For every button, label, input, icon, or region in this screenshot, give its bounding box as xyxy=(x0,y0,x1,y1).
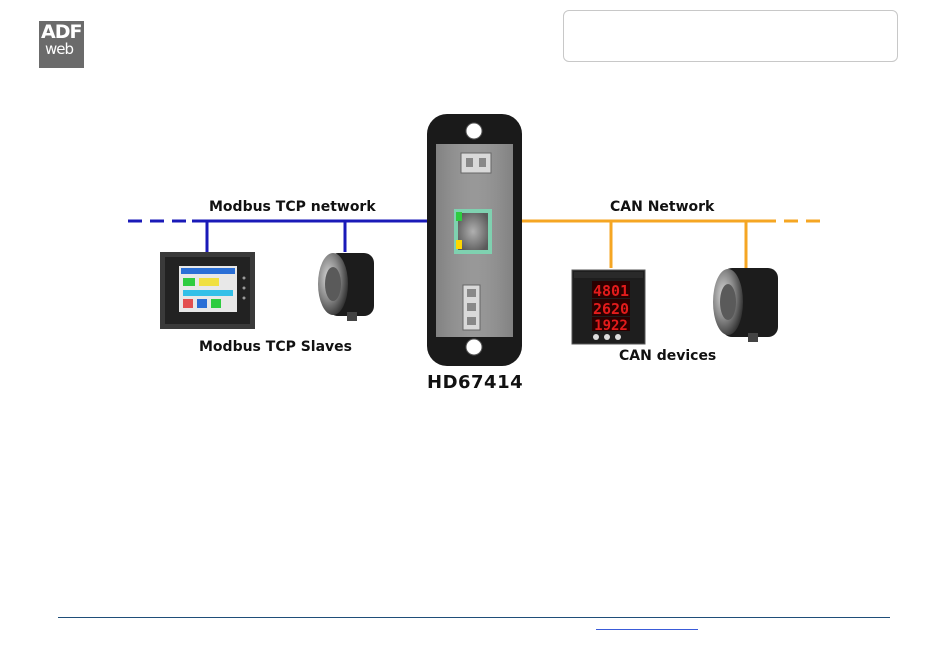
gateway-device xyxy=(427,114,522,366)
gateway-power-connector xyxy=(461,153,491,173)
meter-reading-2: 2620 xyxy=(593,300,629,318)
gateway-led-yellow xyxy=(456,240,462,249)
footer-divider xyxy=(58,617,890,618)
encoder-left-device xyxy=(318,253,374,321)
gateway-model-label: HD67414 xyxy=(427,372,523,393)
footer-link-underline[interactable] xyxy=(596,629,698,630)
meter-reading-3: 1922 xyxy=(594,318,628,334)
modbus-network-label: Modbus TCP network xyxy=(209,199,376,215)
can-devices-label: CAN devices xyxy=(619,348,716,364)
power-meter-device: 4801 2620 1922 xyxy=(572,270,645,344)
gateway-mount-hole-bottom xyxy=(466,339,482,355)
gateway-mount-hole-top xyxy=(466,123,482,139)
can-network-label: CAN Network xyxy=(610,199,714,215)
meter-reading-1: 4801 xyxy=(593,282,629,300)
gateway-led-green xyxy=(456,212,462,221)
hmi-panel-device xyxy=(160,252,255,329)
modbus-slaves-label: Modbus TCP Slaves xyxy=(199,339,352,355)
encoder-right-device xyxy=(713,268,778,342)
